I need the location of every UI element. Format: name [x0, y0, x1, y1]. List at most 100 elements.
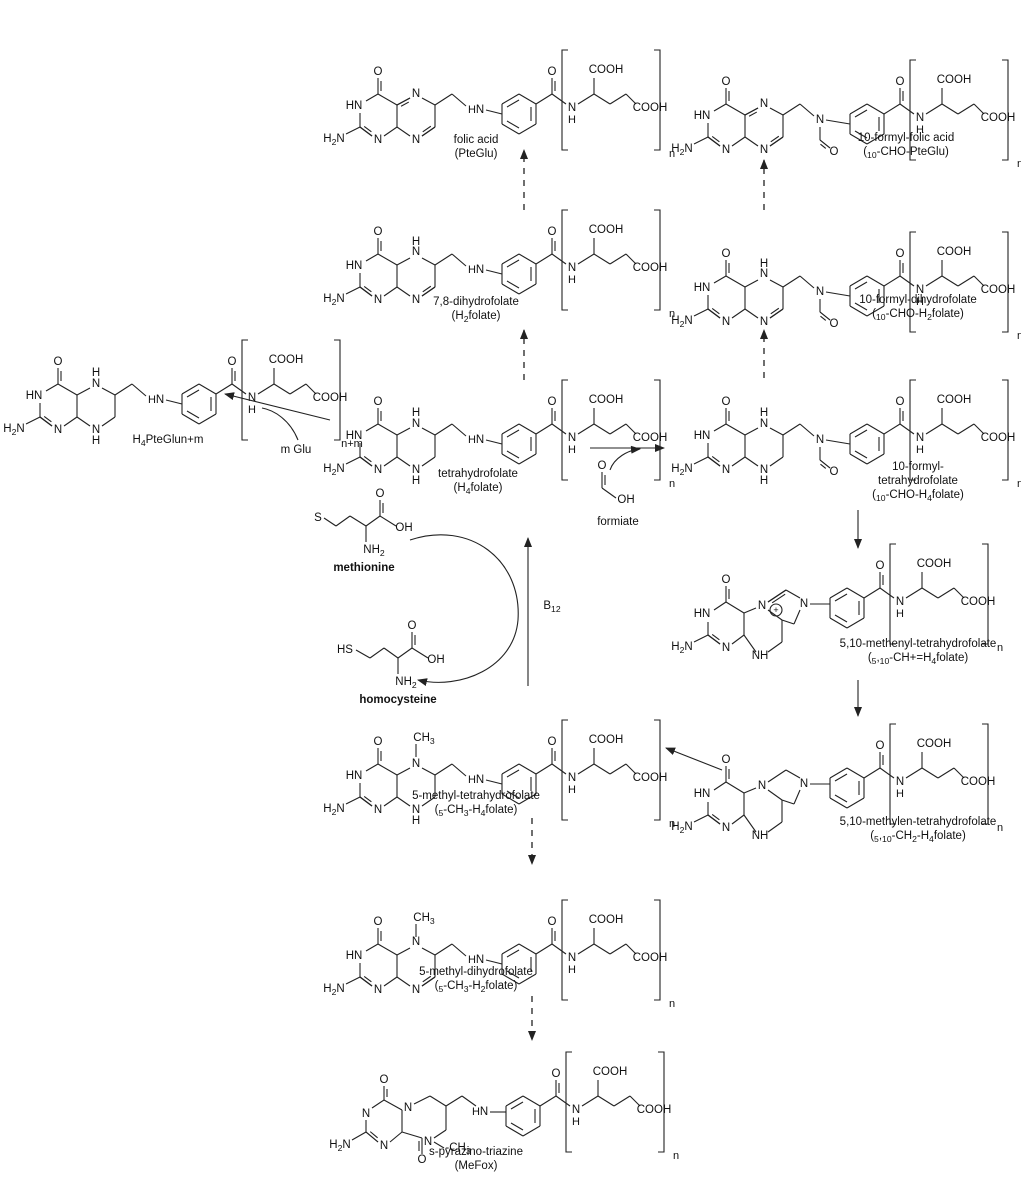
- carboxyl-group: COOH: [269, 354, 304, 366]
- compound-name: 10-formyl-dihydrofolate: [859, 294, 977, 306]
- nitrogen-atom: N: [412, 134, 420, 146]
- bond: [411, 647, 429, 659]
- carboxyl-group: COOH: [637, 1104, 672, 1116]
- label-formyl-folic: 10-formyl-folic acid(10-CHO-PteGlu): [858, 132, 955, 160]
- bond: [335, 515, 351, 527]
- nitrogen-atom: N: [760, 464, 768, 476]
- nitrogen-atom: N: [896, 776, 904, 788]
- bond: [186, 389, 200, 398]
- bond: [854, 429, 868, 438]
- bond: [518, 423, 537, 435]
- bond: [883, 103, 901, 115]
- amino-group: H2N: [3, 423, 24, 437]
- bond: [713, 601, 727, 611]
- compound-abbreviation: (5-CH3-H2folate): [435, 980, 518, 994]
- bond: [506, 429, 520, 438]
- bond: [921, 767, 939, 779]
- bond: [57, 383, 78, 396]
- oxygen-atom: O: [380, 1074, 389, 1086]
- bracket-right: [982, 543, 989, 645]
- bond: [43, 415, 52, 423]
- nitrogen-atom: N: [816, 434, 824, 446]
- nitrogen-atom: N: [800, 598, 808, 610]
- bond: [883, 275, 901, 287]
- carboxyl-group: COOH: [981, 432, 1016, 444]
- bond: [899, 275, 915, 287]
- arrow-thf-to-h4pteglu: [224, 392, 331, 421]
- bond: [866, 423, 885, 435]
- compound-abbreviation: (5,10-CH+=H4folate): [868, 652, 969, 666]
- bond: [451, 253, 467, 267]
- bond: [769, 427, 784, 436]
- bond: [518, 943, 537, 955]
- repeat-subscript: n: [1017, 330, 1021, 342]
- nh-atom: NH: [752, 830, 769, 842]
- bond: [421, 767, 436, 776]
- bond: [866, 133, 885, 145]
- bond: [825, 439, 851, 445]
- bond: [501, 253, 520, 265]
- bond: [389, 1131, 403, 1143]
- bond: [771, 593, 786, 604]
- nitrogen-atom: N: [722, 464, 730, 476]
- bond: [849, 453, 868, 465]
- bond: [434, 93, 453, 106]
- arrow-methylen-to-methyl-thf: [665, 747, 723, 771]
- bond: [609, 943, 627, 955]
- compound-name: 5,10-methylen-tetrahydrofolate: [840, 816, 997, 828]
- bond: [451, 423, 467, 437]
- label-methylen: 5,10-methylen-tetrahydrofolate(5,10-CH2-…: [840, 816, 997, 844]
- bond: [744, 427, 759, 436]
- bond: [905, 587, 923, 599]
- bond: [866, 305, 885, 317]
- nitrogen-atom: N: [480, 1106, 488, 1118]
- bond: [377, 93, 398, 106]
- bond: [854, 109, 868, 118]
- bond: [731, 814, 745, 825]
- bond: [215, 383, 233, 395]
- bond: [769, 279, 784, 288]
- bond: [413, 1095, 431, 1105]
- bond: [769, 136, 784, 147]
- bond: [693, 136, 709, 145]
- bond: [866, 275, 885, 287]
- bond: [39, 416, 53, 427]
- hydrogen-atom: H: [916, 296, 924, 308]
- bond: [485, 439, 503, 445]
- bond: [445, 1095, 463, 1107]
- bond: [820, 143, 827, 149]
- carboxyl-group: COOH: [589, 64, 624, 76]
- bond: [421, 456, 436, 467]
- bond: [359, 126, 373, 137]
- bond: [854, 130, 868, 139]
- bond: [707, 634, 721, 645]
- hydrogen-atom: H: [248, 404, 256, 416]
- bond: [181, 413, 200, 425]
- bond: [829, 587, 848, 599]
- bond: [131, 383, 147, 397]
- bond: [846, 797, 865, 809]
- carboxyl-group: COOH: [961, 596, 996, 608]
- bracket-right: [982, 723, 989, 825]
- label-h4pteglu: H4PteGlun+m: [133, 434, 204, 448]
- hydrogen-atom: H: [412, 407, 420, 419]
- repeat-subscript: n: [669, 308, 675, 320]
- bracket-left: [909, 379, 916, 481]
- amino-group: H2N: [323, 803, 344, 817]
- bond: [854, 450, 868, 459]
- bond: [744, 136, 759, 147]
- bond: [577, 423, 595, 435]
- bond: [555, 1095, 571, 1107]
- bracket-left: [909, 59, 916, 161]
- bond: [799, 275, 815, 289]
- bond: [707, 136, 721, 147]
- bond: [400, 101, 410, 107]
- label-methenyl: 5,10-methenyl-tetrahydrofolate(5,10-CH+=…: [840, 638, 997, 666]
- glu-label: m Glu: [281, 444, 312, 456]
- bracket-right: [654, 379, 661, 481]
- nitrogen-atom: N: [758, 780, 766, 792]
- bond: [767, 641, 783, 653]
